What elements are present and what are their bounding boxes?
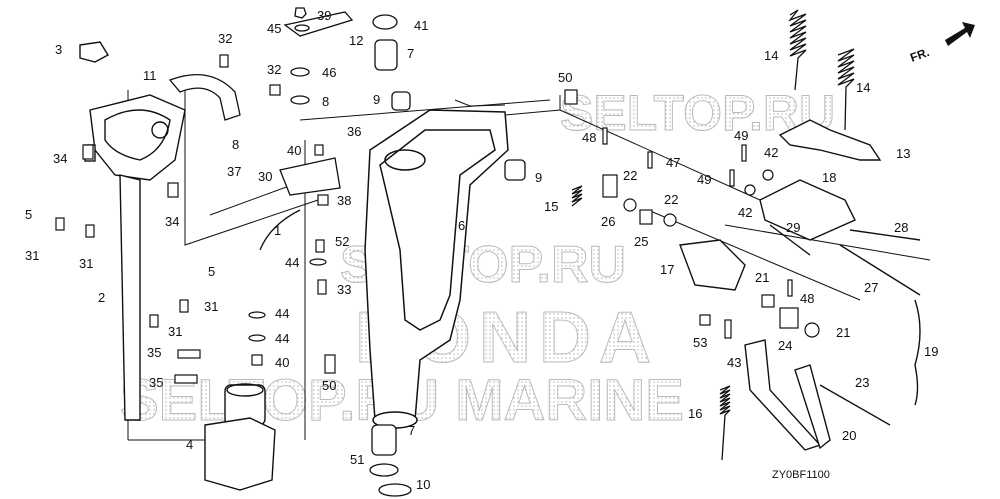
callout-14-left: 14	[764, 48, 778, 63]
callout-39: 39	[317, 8, 331, 23]
callout-32-top: 32	[218, 31, 232, 46]
callout-19: 19	[924, 344, 938, 359]
swivel-case	[204, 383, 276, 491]
front-direction-indicator: FR.	[908, 22, 975, 65]
callout-22-top: 22	[623, 168, 637, 183]
callout-1: 1	[274, 223, 281, 238]
callout-28: 28	[894, 220, 908, 235]
callout-21-top: 21	[755, 270, 769, 285]
callout-43: 43	[727, 355, 741, 370]
callout-18: 18	[822, 170, 836, 185]
callout-40-bottom: 40	[275, 355, 289, 370]
callout-52: 52	[335, 234, 349, 249]
callout-44-bottom: 44	[275, 331, 289, 346]
callout-42-top: 42	[764, 145, 778, 160]
callout-47: 47	[666, 155, 680, 170]
callout-29: 29	[786, 220, 800, 235]
callout-49-top: 49	[734, 128, 748, 143]
top-middle-parts	[290, 7, 526, 497]
callout-15: 15	[544, 199, 558, 214]
callout-27: 27	[864, 280, 878, 295]
diagram-code: ZY0BF1100	[772, 469, 830, 481]
callout-41: 41	[414, 18, 428, 33]
callout-51: 51	[350, 452, 364, 467]
callout-9-mid: 9	[535, 170, 542, 185]
callout-23: 23	[855, 375, 869, 390]
callout-34-mid: 34	[165, 214, 179, 229]
callout-53: 53	[693, 335, 707, 350]
callout-35-top: 35	[147, 345, 161, 360]
callout-8-mid: 8	[232, 137, 239, 152]
callout-10: 10	[416, 477, 430, 492]
callout-6: 6	[458, 218, 465, 233]
callout-45: 45	[267, 21, 281, 36]
callout-35-bottom: 35	[149, 375, 163, 390]
callout-2: 2	[98, 290, 105, 305]
callout-5-left: 5	[25, 207, 32, 222]
front-label: FR.	[908, 45, 931, 65]
callout-16: 16	[688, 406, 702, 421]
main-casing	[364, 109, 509, 429]
callout-4: 4	[186, 437, 193, 452]
steering-bracket-assembly	[79, 41, 186, 421]
callout-labels: 39 45 12 41 7 3 32 32 46 11 50 9 8 36 48…	[25, 8, 938, 492]
callout-34-top: 34	[53, 151, 67, 166]
callout-50-top: 50	[558, 70, 572, 85]
callout-5-mid: 5	[208, 264, 215, 279]
callout-20: 20	[842, 428, 856, 443]
springs	[571, 9, 855, 461]
callout-11: 11	[143, 68, 157, 83]
callout-48-mid: 48	[800, 291, 814, 306]
callout-38: 38	[337, 193, 351, 208]
callout-25: 25	[634, 234, 648, 249]
callout-44-top: 44	[285, 255, 299, 270]
callout-49-mid: 49	[697, 172, 711, 187]
fasteners	[55, 54, 820, 384]
callout-37: 37	[227, 164, 241, 179]
callout-36: 36	[347, 124, 361, 139]
callout-33: 33	[337, 282, 351, 297]
front-arrow-icon	[945, 22, 975, 46]
callout-32-mid: 32	[267, 62, 281, 77]
callout-48-top: 48	[582, 130, 596, 145]
callout-26: 26	[601, 214, 615, 229]
callout-17: 17	[660, 262, 674, 277]
callout-7-bottom: 7	[408, 423, 415, 438]
callout-50-bottom: 50	[322, 378, 336, 393]
callout-30: 30	[258, 169, 272, 184]
callout-8-top: 8	[322, 94, 329, 109]
callout-12: 12	[349, 33, 363, 48]
callout-40-top: 40	[287, 143, 301, 158]
callout-9-top: 9	[373, 92, 380, 107]
callout-31-leftb: 31	[79, 256, 93, 271]
tilt-mechanism	[679, 119, 921, 451]
upper-brackets	[168, 11, 354, 251]
callout-42-mid: 42	[738, 205, 752, 220]
callout-14-right: 14	[856, 80, 870, 95]
callout-24: 24	[778, 338, 792, 353]
callout-46: 46	[322, 65, 336, 80]
callout-31-mid: 31	[168, 324, 182, 339]
callout-31-right: 31	[204, 299, 218, 314]
callout-3: 3	[55, 42, 62, 57]
callout-44-mid: 44	[275, 306, 289, 321]
callout-7-top: 7	[407, 46, 414, 61]
callout-31-left: 31	[25, 248, 39, 263]
callout-21-mid: 21	[836, 325, 850, 340]
callout-13: 13	[896, 146, 910, 161]
callout-22-mid: 22	[664, 192, 678, 207]
